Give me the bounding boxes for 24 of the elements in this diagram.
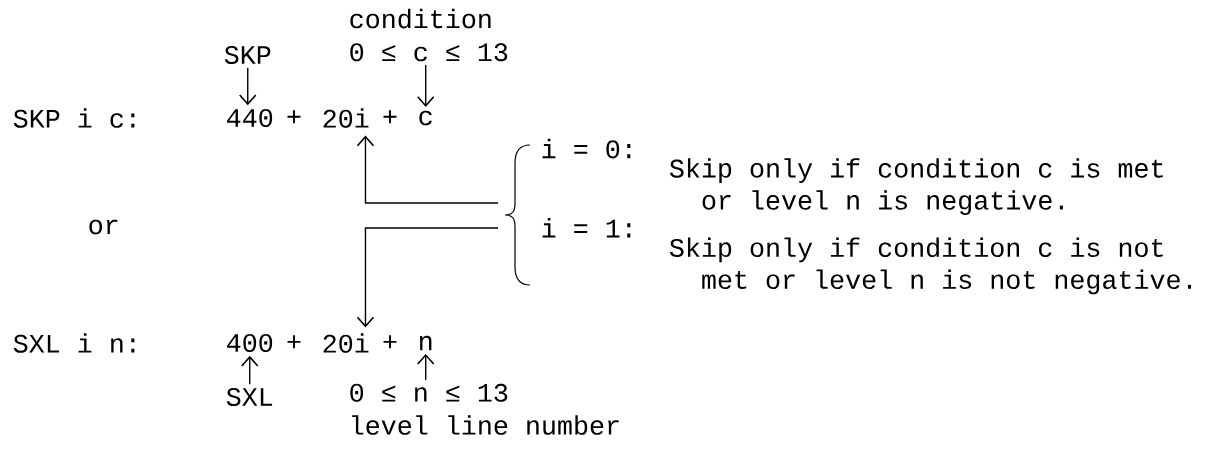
plus-sign: + [383, 110, 397, 124]
instruction-label: SXL i n: [13, 333, 135, 353]
or-text: or [89, 219, 118, 235]
formula-term: 400 [227, 333, 273, 353]
condition-note: condition 0 ≤ c ≤ 13 [350, 8, 508, 62]
range-note: 0 ≤ n ≤ 13 level line number [350, 383, 619, 435]
arrow [356, 135, 499, 204]
formula-term: n [420, 335, 432, 351]
plus-sign: + [287, 335, 301, 349]
mnemonic-label: SXL [226, 387, 273, 407]
brace-note: i = 0: Skip only if condition c is met or level n is negative. i = 1: Skip only if condition c is not met or level n is not negative. [542, 138, 1192, 295]
arrow [356, 227, 499, 328]
arrow [238, 67, 257, 106]
plus-sign: + [287, 110, 301, 124]
formula-term: 20i [323, 333, 369, 353]
arrow [416, 64, 435, 107]
instruction-label: SKP i c: [13, 108, 135, 128]
plus-sign: + [383, 335, 397, 349]
formula-term: 20i [323, 108, 369, 128]
mnemonic-label: SKP [224, 45, 271, 65]
formula-term: c [419, 110, 432, 126]
arrow [240, 355, 259, 385]
formula-term: 440 [227, 108, 273, 128]
arrow [416, 353, 435, 381]
